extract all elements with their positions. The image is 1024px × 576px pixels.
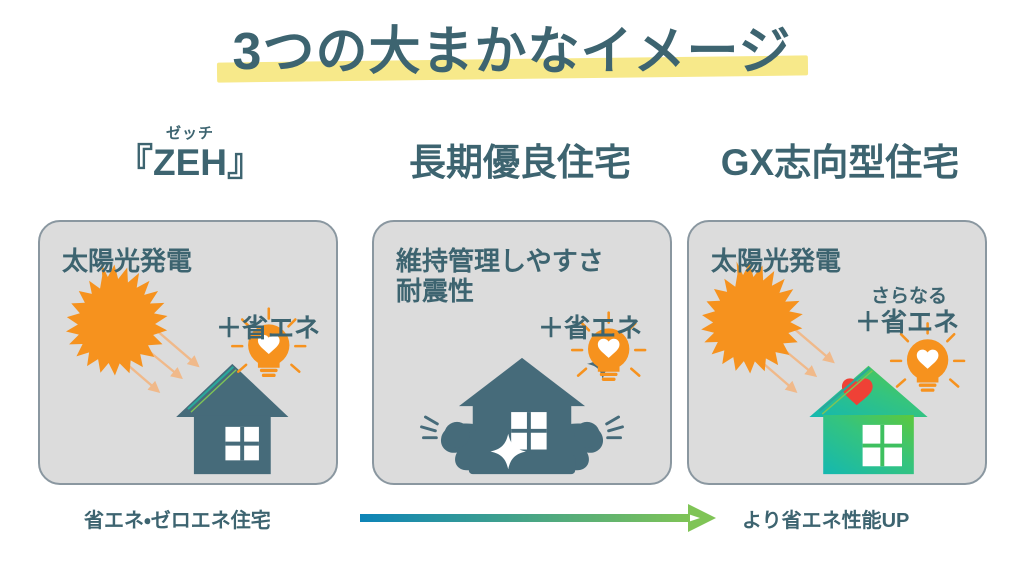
sun-ray-arrow-icon [735,315,835,393]
card-choki-yuryo-plus-label: ＋省エネ [538,313,643,343]
progress-right-label: より省エネ性能UP [742,510,910,532]
column-header-gx: GX志向型住宅 [685,142,995,183]
sparkle-icon [490,348,619,470]
progress-arrow-icon [360,504,716,532]
sun-ray-arrow-icon [100,317,200,393]
progress-arrow [360,498,720,538]
flex-arm-icon [440,421,604,475]
sun-icon [65,263,168,376]
card-gx: 太陽光発電 さらなる ＋省エネ [687,220,987,485]
card-zeh: 太陽光発電 ＋省エネ [38,220,338,485]
column-header-choki-yuryo: 長期優良住宅 [370,142,670,183]
progress-row: 省エネ・ゼロエネ住宅 より省エネ性能UP [0,498,1024,546]
card-gx-primary-label: 太陽光発電 [711,246,842,276]
progress-left-label: 省エネ・ゼロエネ住宅 [84,510,271,532]
solar-panel-icon [818,366,873,415]
card-zeh-primary-label: 太陽光発電 [62,246,193,276]
column-heading-zeh: 『ZEH』 [116,142,264,183]
solar-panel-icon [187,365,237,413]
card-gx-plus-label: ＋省エネ [855,307,960,337]
sun-icon [701,261,803,374]
gradient-house-icon [809,365,928,475]
ruby-text-zeh: ゼッチ [165,125,214,142]
card-choki-yuryo-primary-label: 維持管理しやすさ 耐震性 [396,246,604,307]
card-choki-yuryo: 維持管理しやすさ 耐震性 ＋省エネ [372,220,672,485]
page-title-text: 3つの大まかなイメージ [232,23,792,81]
card-gx-secondary-label: さらなる [871,286,948,307]
column-heading-choki-yuryo: 長期優良住宅 [409,142,631,183]
heart-icon [841,378,873,406]
column-headers: ゼッチ 『ZEH』 長期優良住宅 GX志向型住宅 [0,126,1024,204]
house-icon [176,363,289,475]
page-title: 3つの大まかなイメージ [0,23,1024,104]
motion-line-icon [420,415,624,440]
strong-house-icon [458,357,586,466]
card-zeh-plus-label: ＋省エネ [216,313,321,343]
column-heading-gx: GX志向型住宅 [720,142,960,183]
column-header-zeh: ゼッチ 『ZEH』 [35,126,345,183]
